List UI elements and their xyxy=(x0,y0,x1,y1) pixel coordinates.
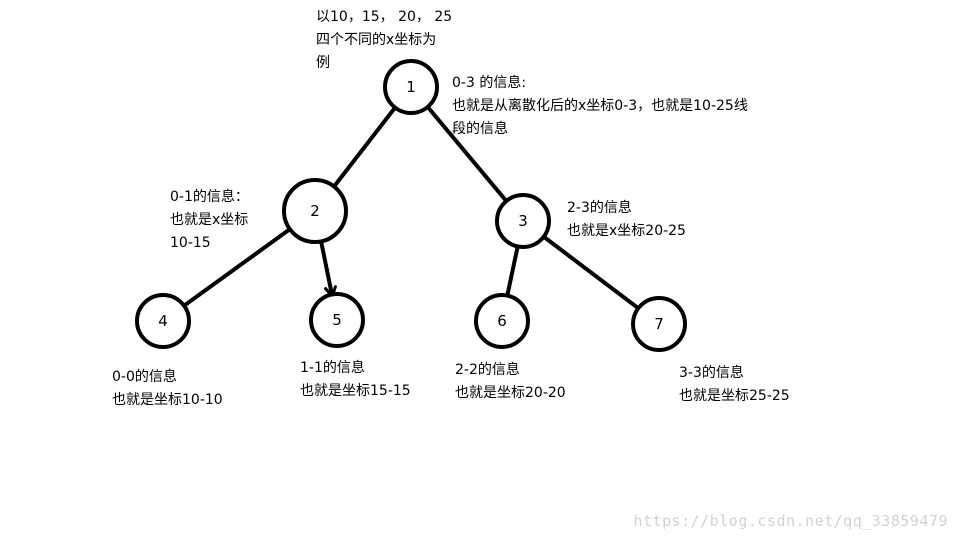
node-1-annotation-line-1: 0-3 的信息: xyxy=(452,75,527,91)
node-3-label: 3 xyxy=(518,212,528,230)
edge-3-7 xyxy=(540,233,642,312)
node-4-label: 4 xyxy=(158,312,168,330)
edge-1-3 xyxy=(424,103,510,205)
node-1-circle xyxy=(383,59,439,115)
node-1-label: 1 xyxy=(406,78,416,96)
node-4-circle xyxy=(135,293,191,349)
node-2-annotation-line-2: 也就是x坐标 xyxy=(170,212,249,228)
node-4-annotation-line-2: 也就是坐标10-10 xyxy=(112,392,223,408)
node-5-annotation-line-1: 1-1的信息 xyxy=(300,360,365,376)
node-2-circle xyxy=(282,178,348,244)
node-6-annotation-line-1: 2-2的信息 xyxy=(455,362,520,378)
node-6-annotation: 2-2的信息 也就是坐标20-20 xyxy=(455,359,566,405)
node-6-circle xyxy=(474,293,530,349)
node-2-annotation: 0-1的信息： 也就是x坐标 10-15 xyxy=(170,186,249,255)
node-3-circle xyxy=(495,193,551,249)
intro-line-2: 四个不同的x坐标为 xyxy=(316,32,437,48)
node-5-circle xyxy=(309,292,365,348)
node-6-annotation-line-2: 也就是坐标20-20 xyxy=(455,385,566,401)
intro-line-1: 以10，15， 20， 25 xyxy=(316,9,453,25)
node-4-annotation: 0-0的信息 也就是坐标10-10 xyxy=(112,366,223,412)
tree-node-7: 7 xyxy=(631,296,687,352)
node-5-annotation: 1-1的信息 也就是坐标15-15 xyxy=(300,357,411,403)
node-3-annotation-line-1: 2-3的信息 xyxy=(567,200,632,216)
intro-note: 以10，15， 20， 25 四个不同的x坐标为 例 xyxy=(316,6,452,75)
node-2-label: 2 xyxy=(310,202,320,220)
edge-2-4 xyxy=(180,226,294,309)
tree-node-4: 4 xyxy=(135,293,191,349)
node-7-annotation-line-1: 3-3的信息 xyxy=(679,365,744,381)
node-6-label: 6 xyxy=(497,312,507,330)
node-2-annotation-line-3: 10-15 xyxy=(170,235,211,251)
node-7-label: 7 xyxy=(654,315,664,333)
tree-node-5: 5 xyxy=(309,292,365,348)
node-2-annotation-line-1: 0-1的信息： xyxy=(170,189,249,205)
node-5-label: 5 xyxy=(332,311,342,329)
watermark: https://blog.csdn.net/qq_33859479 xyxy=(633,512,948,530)
tree-node-1: 1 xyxy=(383,59,439,115)
edge-3-6 xyxy=(504,242,521,300)
tree-node-3: 3 xyxy=(495,193,551,249)
node-1-annotation-line-3: 段的信息 xyxy=(452,121,508,137)
edge-2-5 xyxy=(318,237,335,299)
tree-node-2: 2 xyxy=(282,178,348,244)
node-1-annotation-line-2: 也就是从离散化后的x坐标0-3，也就是10-25线 xyxy=(452,98,748,114)
node-7-circle xyxy=(631,296,687,352)
node-7-annotation: 3-3的信息 也就是坐标25-25 xyxy=(679,362,790,408)
intro-line-3: 例 xyxy=(316,55,330,71)
node-3-annotation-line-2: 也就是x坐标20-25 xyxy=(567,223,686,239)
node-4-annotation-line-1: 0-0的信息 xyxy=(112,369,177,385)
tree-node-6: 6 xyxy=(474,293,530,349)
node-5-annotation-line-2: 也就是坐标15-15 xyxy=(300,383,411,399)
node-1-annotation: 0-3 的信息: 也就是从离散化后的x坐标0-3，也就是10-25线 段的信息 xyxy=(452,72,748,141)
edge-1-2 xyxy=(330,104,399,191)
node-3-annotation: 2-3的信息 也就是x坐标20-25 xyxy=(567,197,686,243)
node-7-annotation-line-2: 也就是坐标25-25 xyxy=(679,388,790,404)
